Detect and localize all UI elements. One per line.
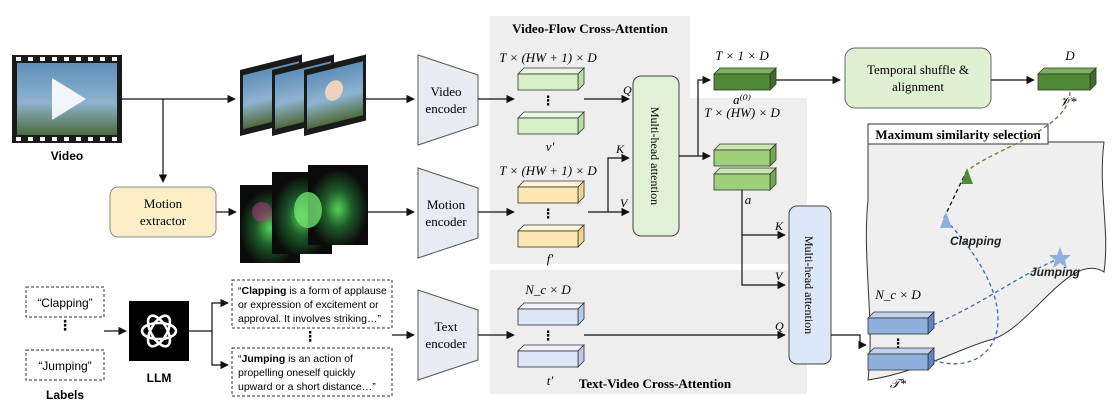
attention-2-inputs: [584, 190, 867, 350]
video-label: Video: [51, 149, 83, 163]
svg-text:t′: t′: [547, 373, 554, 388]
motion-encoder: Motion encoder: [417, 167, 479, 259]
svg-text:⋮: ⋮: [892, 336, 905, 351]
svg-text:encoder: encoder: [425, 336, 467, 351]
svg-text:extractor: extractor: [140, 213, 187, 228]
video-embedding-vstar: D 𝒱*: [1037, 48, 1097, 109]
svg-text:D: D: [1064, 48, 1075, 63]
video-flow-title: Video-Flow Cross-Attention: [512, 21, 668, 36]
svg-text:T × (HW + 1) × D: T × (HW + 1) × D: [499, 163, 597, 178]
svg-text:Maximum similarity selection: Maximum similarity selection: [875, 127, 1041, 142]
svg-text:Motion: Motion: [427, 197, 466, 212]
svg-text:Temporal shuffle &: Temporal shuffle &: [867, 62, 969, 77]
attention-1-inputs: [584, 94, 630, 217]
svg-text:Text: Text: [435, 319, 458, 334]
svg-text:V: V: [620, 196, 629, 210]
svg-text:a⁽⁰⁾: a⁽⁰⁾: [733, 92, 751, 107]
encoder-output-arrows: [478, 94, 515, 340]
video-frames-stack: [240, 54, 366, 136]
svg-text:N_c × D: N_c × D: [874, 287, 921, 302]
svg-text:Multi-head attention: Multi-head attention: [648, 107, 662, 205]
svg-text:𝒯*: 𝒯*: [890, 376, 907, 391]
svg-text:Motion: Motion: [144, 196, 183, 211]
svg-text:or expression of excitement or: or expression of excitement or: [238, 299, 379, 311]
svg-text:K: K: [774, 219, 784, 233]
video-point-icon: [961, 168, 973, 184]
temporal-shuffle-alignment: Temporal shuffle & alignment: [844, 47, 992, 109]
attention-1-outputs: [679, 75, 711, 161]
multi-head-attention-2: Multi-head attention: [788, 205, 832, 365]
embedding-label-clapping: Clapping: [950, 234, 1002, 248]
jumping-point-icon: [1049, 247, 1071, 268]
play-icon: [52, 78, 86, 120]
description-jumping: “Jumping is an action of propelling ones…: [231, 347, 393, 397]
input-video: Video: [12, 55, 122, 163]
label-clapping: “Clapping”: [37, 296, 92, 310]
svg-text:f′: f′: [547, 251, 554, 266]
svg-text:“Clapping is a form of applaus: “Clapping is a form of applause: [238, 285, 387, 297]
text-encoder: Text encoder: [417, 289, 479, 381]
svg-text:Q: Q: [623, 83, 632, 97]
svg-text:⋮: ⋮: [542, 206, 555, 221]
text-video-title: Text-Video Cross-Attention: [579, 376, 732, 391]
svg-text:Q: Q: [775, 319, 784, 333]
svg-text:Video: Video: [431, 84, 462, 99]
video-encoder: Video encoder: [417, 54, 479, 146]
description-clapping: “Clapping is a form of applause or expre…: [231, 279, 393, 329]
svg-text:⋮: ⋮: [58, 317, 72, 333]
svg-text:⋮: ⋮: [303, 328, 317, 344]
video-token-stack: T × (HW + 1) × D ⋮ v′: [499, 50, 597, 154]
labels-group: “Clapping” ⋮ “Jumping” Labels: [25, 286, 105, 402]
svg-text:⋮: ⋮: [542, 93, 555, 108]
similarity-dashed-links: [932, 91, 1071, 365]
svg-text:T × (HW + 1) × D: T × (HW + 1) × D: [499, 50, 597, 65]
svg-text:T × (HW) × D: T × (HW) × D: [704, 105, 780, 120]
svg-text:V: V: [775, 269, 784, 283]
multi-head-attention-1: Multi-head attention: [632, 75, 680, 237]
embedding-label-jumping: Jumping: [1030, 265, 1081, 279]
svg-text:approval. It involves striking: approval. It involves striking…”: [238, 313, 381, 325]
svg-text:alignment: alignment: [892, 79, 944, 94]
svg-text:“Jumping is an action of: “Jumping is an action of: [238, 353, 353, 365]
text-video-panel: Text-Video Cross-Attention: [490, 270, 807, 394]
llm-block: LLM: [129, 301, 189, 385]
svg-text:encoder: encoder: [425, 214, 467, 229]
svg-text:T × 1 × D: T × 1 × D: [715, 48, 769, 63]
svg-text:Multi-head attention: Multi-head attention: [802, 236, 816, 334]
llm-arrows: [189, 298, 229, 370]
svg-text:v′: v′: [546, 139, 555, 154]
a-token-stack: T × (HW) × D ⋮ a: [704, 105, 780, 207]
svg-text:propelling oneself quickly: propelling oneself quickly: [238, 367, 356, 379]
motion-token-stack: T × (HW + 1) × D ⋮ f′: [499, 163, 597, 266]
motion-extractor: Motion extractor: [109, 186, 217, 238]
motion-flow-stack: [240, 165, 368, 263]
label-jumping: “Jumping”: [38, 359, 91, 373]
svg-text:N_c × D: N_c × D: [524, 282, 571, 297]
text-token-stack: N_c × D ⋮ t′: [517, 282, 585, 388]
input-arrows: [122, 94, 415, 217]
svg-text:encoder: encoder: [425, 101, 467, 116]
clapping-point-icon: [940, 212, 952, 228]
svg-text:⋮: ⋮: [542, 328, 555, 343]
openai-logo-icon: [140, 314, 178, 348]
text-embedding-tstar: N_c × D ⋮ 𝒯*: [867, 287, 935, 391]
llm-label: LLM: [147, 371, 172, 385]
svg-text:a: a: [745, 192, 752, 207]
svg-text:upward or a short distance…”: upward or a short distance…”: [238, 381, 376, 393]
pooled-token: T × 1 × D a⁽⁰⁾: [713, 48, 777, 107]
svg-text:K: K: [615, 142, 625, 156]
labels-caption: Labels: [46, 388, 84, 402]
